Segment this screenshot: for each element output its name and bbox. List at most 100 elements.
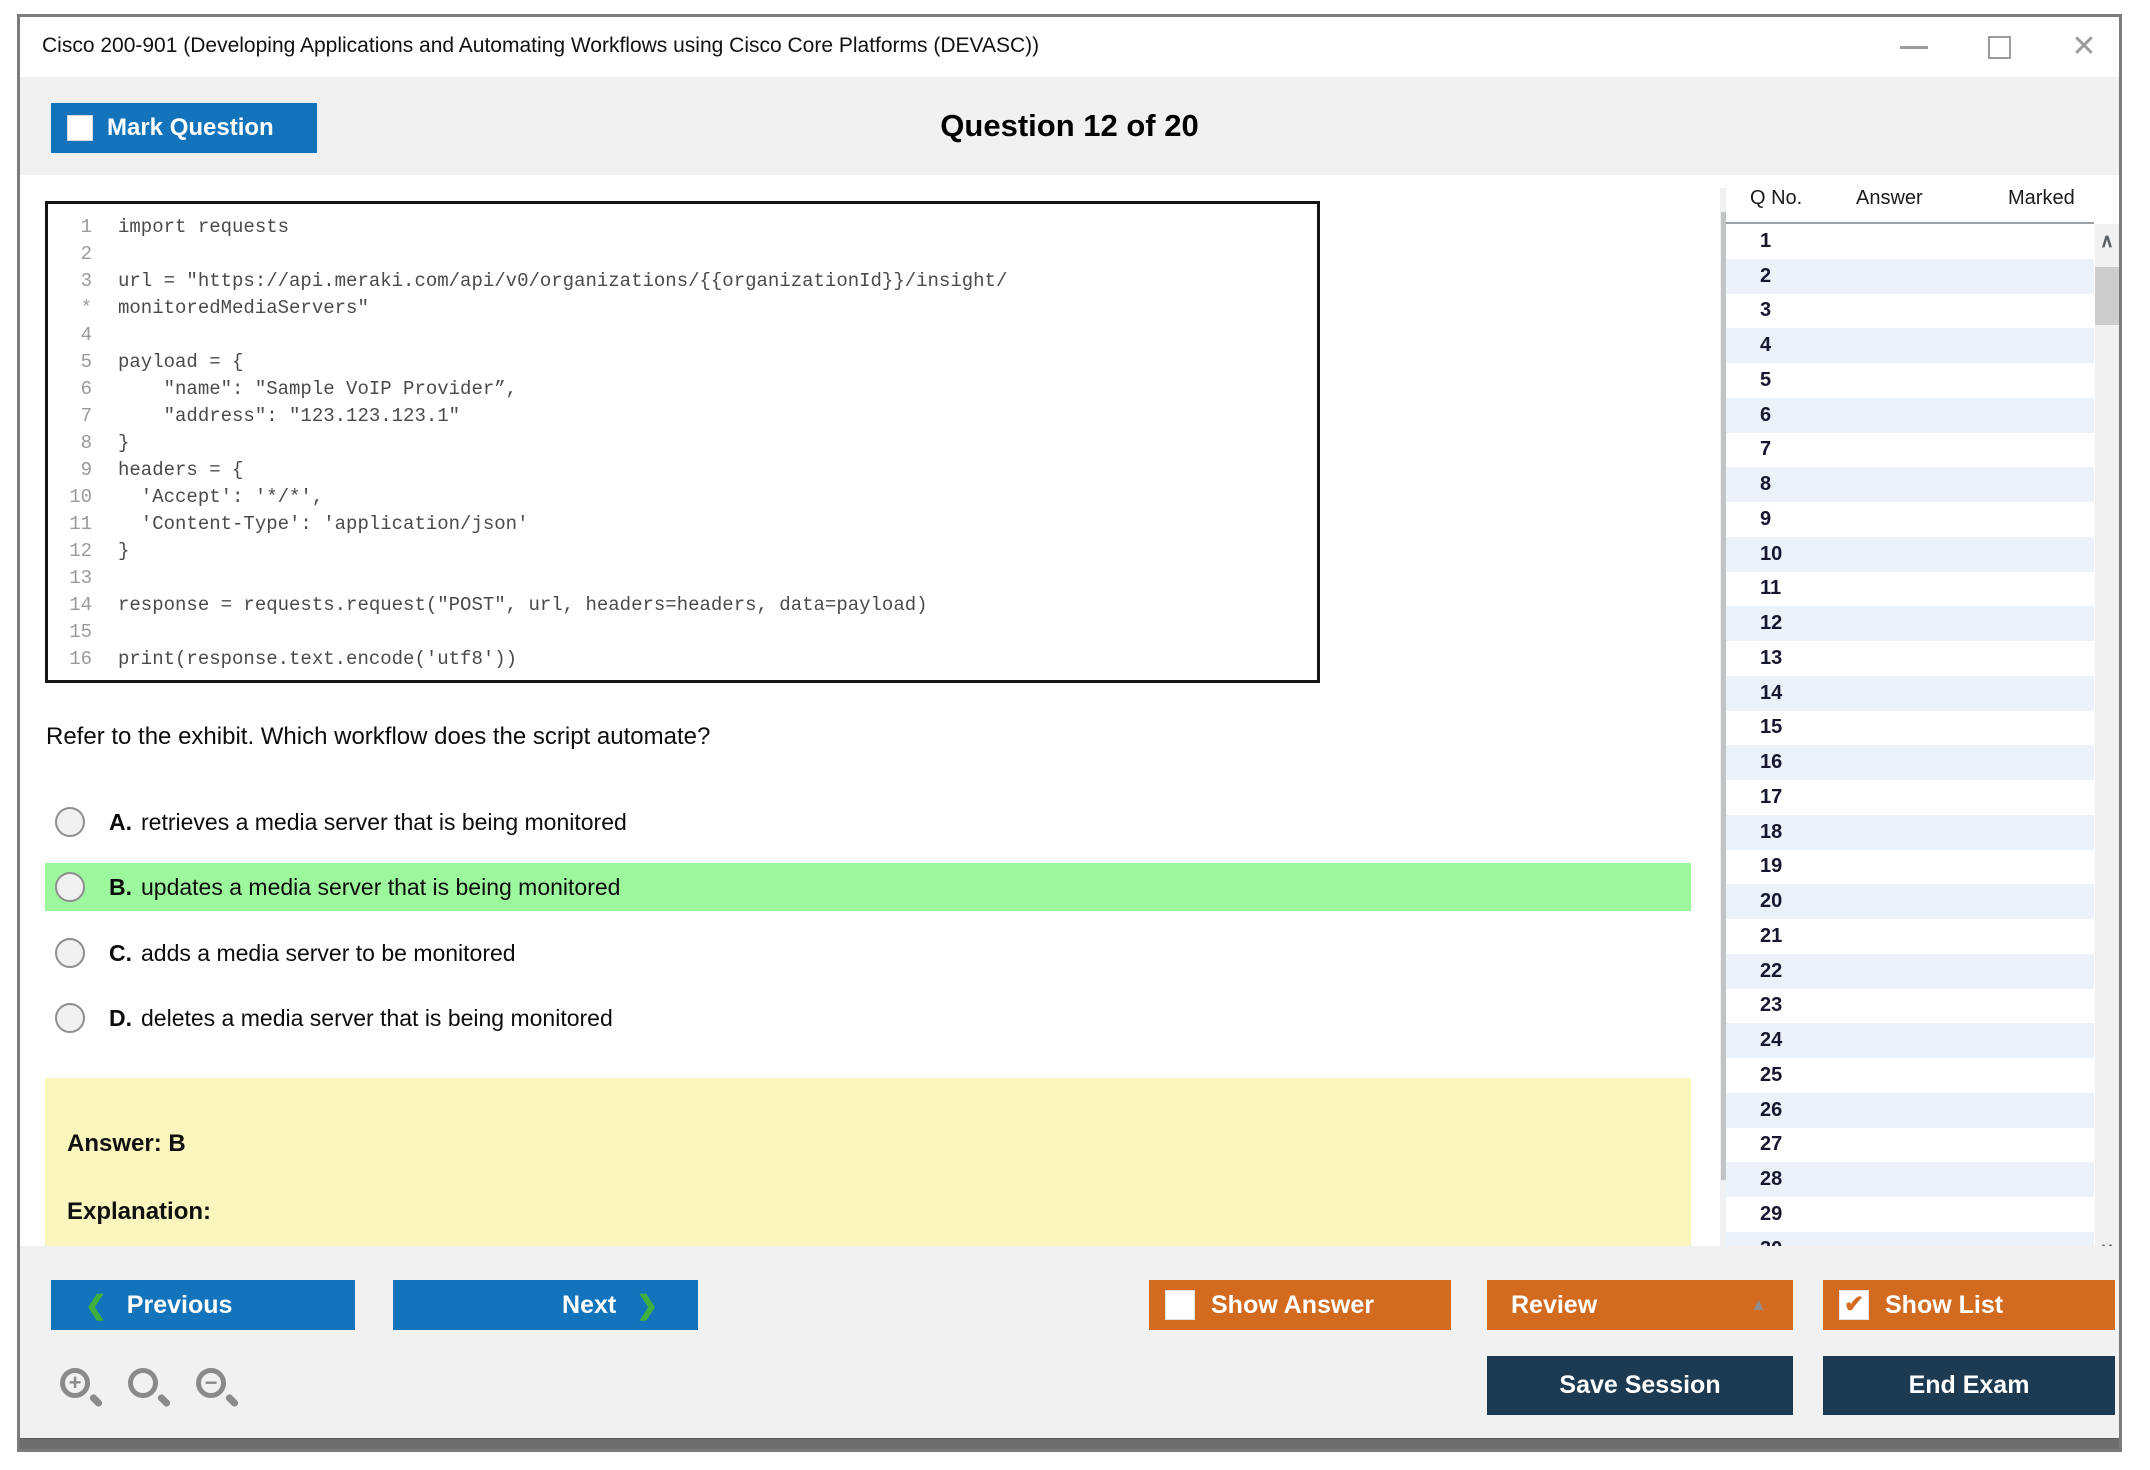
code-line: 10 'Accept': '*/*', bbox=[69, 486, 324, 508]
next-button[interactable]: Next ❯ bbox=[393, 1280, 698, 1330]
option-b-radio[interactable] bbox=[55, 872, 85, 902]
question-row-1[interactable]: 1 bbox=[1760, 229, 1772, 252]
question-row-28[interactable]: 28 bbox=[1726, 1162, 2094, 1197]
chevron-right-icon: ❯ bbox=[636, 1289, 658, 1320]
answer-box: Answer: B Explanation: bbox=[45, 1078, 1691, 1246]
app-window: Cisco 200-901 (Developing Applications a… bbox=[17, 14, 2122, 1452]
mark-question-checkbox[interactable] bbox=[67, 115, 93, 141]
question-row-11[interactable]: 11 bbox=[1760, 577, 1782, 600]
magnifier-icon bbox=[128, 1368, 158, 1398]
list-scrollbar-thumb[interactable] bbox=[2095, 267, 2119, 325]
question-row-3[interactable]: 3 bbox=[1760, 299, 1772, 322]
question-row-4[interactable]: 4 bbox=[1726, 328, 2094, 363]
question-row-18[interactable]: 18 bbox=[1726, 814, 2094, 850]
question-row-14[interactable]: 14 bbox=[1726, 675, 2094, 711]
code-line: *monitoredMediaServers" bbox=[80, 297, 369, 319]
close-icon: ✕ bbox=[2071, 30, 2097, 63]
zoom-out-button[interactable]: − bbox=[194, 1366, 240, 1412]
check-icon: ✔ bbox=[1843, 1291, 1865, 1318]
window-title: Cisco 200-901 (Developing Applications a… bbox=[42, 34, 1040, 57]
code-line: 7 "address": "123.123.123.1" bbox=[80, 405, 461, 427]
show-list-button[interactable]: ✔ Show List bbox=[1823, 1280, 2115, 1330]
question-row-24[interactable]: 24 bbox=[1726, 1023, 2094, 1058]
question-row-5[interactable]: 5 bbox=[1760, 368, 1772, 391]
triangle-up-icon: ▲ bbox=[1750, 1295, 1767, 1314]
code-line: 4 bbox=[80, 324, 92, 346]
title-bar: Cisco 200-901 (Developing Applications a… bbox=[20, 17, 2119, 77]
review-button[interactable]: Review ▲ bbox=[1487, 1280, 1793, 1330]
option-a-radio[interactable] bbox=[55, 807, 85, 837]
code-line: 13 bbox=[69, 567, 92, 589]
option-b-highlighted[interactable]: B.updates a media server that is being m… bbox=[45, 863, 1691, 911]
maximize-button[interactable] bbox=[1976, 29, 2022, 65]
option-d-letter: D. bbox=[109, 1004, 132, 1031]
question-row-22[interactable]: 22 bbox=[1726, 953, 2094, 989]
option-c-radio[interactable] bbox=[55, 938, 85, 968]
header-divider bbox=[1726, 222, 2094, 224]
option-b-text: updates a media server that is being mon… bbox=[141, 873, 621, 900]
zoom-in-button[interactable]: + bbox=[58, 1366, 104, 1412]
code-line: 6 "name": "Sample VoIP Provider”, bbox=[80, 378, 518, 400]
question-row-2[interactable]: 2 bbox=[1726, 258, 2094, 294]
code-line: 15 bbox=[69, 621, 92, 643]
zoom-out-icon: − bbox=[196, 1368, 226, 1398]
question-row-12[interactable]: 12 bbox=[1726, 606, 2094, 641]
question-row-26[interactable]: 26 bbox=[1726, 1092, 2094, 1128]
question-list-header: Q No. Answer Marked bbox=[1726, 175, 2119, 222]
header-strip: Question 12 of 20 Mark Question bbox=[20, 77, 2119, 175]
save-session-button[interactable]: Save Session bbox=[1487, 1356, 1793, 1415]
question-row-21[interactable]: 21 bbox=[1760, 924, 1783, 947]
question-row-25[interactable]: 25 bbox=[1760, 1063, 1783, 1086]
option-c-letter: C. bbox=[109, 939, 132, 966]
option-a-letter: A. bbox=[109, 808, 132, 835]
question-list-scrollbar[interactable]: ∧ ∨ bbox=[2095, 224, 2119, 1267]
option-c-text: adds a media server to be monitored bbox=[141, 939, 516, 966]
option-d-radio[interactable] bbox=[55, 1003, 85, 1033]
option-a[interactable]: A. retrieves a media server that is being… bbox=[45, 797, 1691, 847]
question-row-7[interactable]: 7 bbox=[1760, 438, 1772, 461]
minimize-button[interactable] bbox=[1891, 29, 1937, 65]
question-list-panel: Q No. Answer Marked 1 2 3 4 5 6 7 8 9 10… bbox=[1726, 175, 2119, 1270]
previous-button[interactable]: ❮ Previous bbox=[51, 1280, 355, 1330]
show-answer-button[interactable]: Show Answer bbox=[1149, 1280, 1451, 1330]
question-row-9[interactable]: 9 bbox=[1760, 507, 1772, 530]
question-row-6[interactable]: 6 bbox=[1726, 397, 2094, 433]
column-header-qno: Q No. bbox=[1750, 187, 1803, 209]
zoom-controls: + − bbox=[58, 1366, 240, 1412]
show-list-checkbox[interactable]: ✔ bbox=[1839, 1290, 1869, 1320]
question-row-15[interactable]: 15 bbox=[1760, 716, 1783, 739]
footer-bar: ❮ Previous Next ❯ Show Answer Review ▲ ✔… bbox=[20, 1246, 2119, 1439]
horizontal-scrollbar[interactable] bbox=[20, 1438, 2119, 1449]
question-row-8[interactable]: 8 bbox=[1726, 467, 2094, 502]
question-row-29[interactable]: 29 bbox=[1760, 1202, 1783, 1225]
question-row-27[interactable]: 27 bbox=[1760, 1133, 1783, 1156]
option-a-text: retrieves a media server that is being m… bbox=[141, 808, 627, 835]
question-row-19[interactable]: 19 bbox=[1760, 855, 1783, 878]
minimize-icon bbox=[1900, 45, 1928, 49]
code-line: 12} bbox=[69, 540, 130, 562]
mark-question-button[interactable]: Mark Question bbox=[51, 103, 317, 153]
mark-question-label: Mark Question bbox=[107, 114, 274, 141]
question-row-20[interactable]: 20 bbox=[1726, 884, 2094, 919]
question-row-17[interactable]: 17 bbox=[1760, 785, 1783, 808]
close-button[interactable]: ✕ bbox=[2061, 29, 2107, 65]
zoom-reset-button[interactable] bbox=[126, 1366, 172, 1412]
option-c[interactable]: C. adds a media server to be monitored bbox=[45, 928, 1691, 978]
option-d[interactable]: D. deletes a media server that is being m… bbox=[45, 993, 1691, 1043]
show-answer-checkbox[interactable] bbox=[1165, 1290, 1195, 1320]
list-scroll-up-icon[interactable]: ∧ bbox=[2100, 230, 2114, 252]
end-exam-button[interactable]: End Exam bbox=[1823, 1356, 2115, 1415]
question-row-10[interactable]: 10 bbox=[1726, 536, 2094, 572]
option-d-text: deletes a media server that is being mon… bbox=[141, 1004, 613, 1031]
question-row-23[interactable]: 23 bbox=[1760, 994, 1783, 1017]
explanation-label: Explanation: bbox=[67, 1198, 212, 1225]
question-row-13[interactable]: 13 bbox=[1760, 646, 1783, 669]
question-row-16[interactable]: 16 bbox=[1726, 745, 2094, 780]
zoom-in-icon: + bbox=[60, 1368, 90, 1398]
